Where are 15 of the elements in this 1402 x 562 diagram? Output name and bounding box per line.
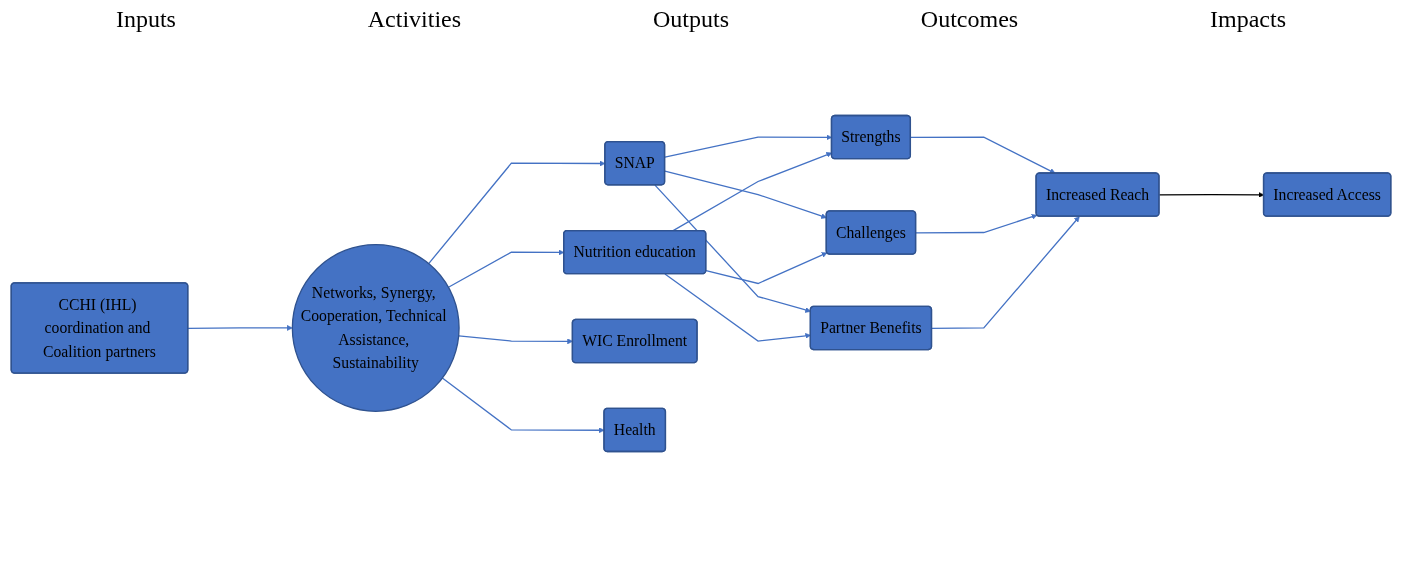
arrow <box>931 215 1080 329</box>
arrow <box>187 324 293 331</box>
column-heading: Activities <box>367 6 462 33</box>
column-heading: Inputs <box>115 6 176 33</box>
arrow <box>705 251 828 284</box>
arrow <box>910 135 1056 174</box>
column-heading: Impacts <box>1210 6 1286 33</box>
node-circle: Networks, Synergy, Cooperation, Technical Assistance, Sustainability <box>291 243 460 412</box>
arrow <box>664 169 827 219</box>
arrow <box>915 213 1038 233</box>
column-heading: Outputs <box>652 6 729 33</box>
arrow <box>664 272 811 342</box>
arrow <box>458 334 573 344</box>
column-heading: Outcomes <box>920 6 1019 33</box>
arrow <box>654 183 811 313</box>
